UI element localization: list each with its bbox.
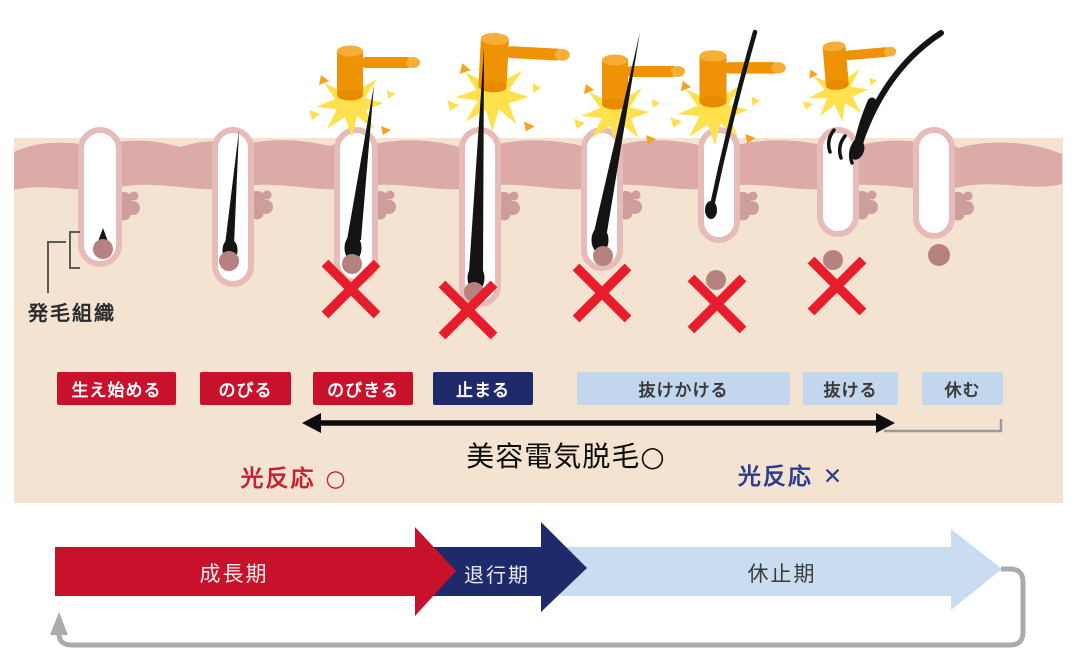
- phase-badge-loosening: 抜けかける: [577, 372, 790, 405]
- rest-range-bracket: [884, 419, 1003, 433]
- phase-badge-start-growing: 生え始める: [57, 372, 176, 405]
- hair-release-motion-lines: [826, 128, 858, 165]
- cycle-stage-anagen-label: 成長期: [199, 562, 269, 586]
- electrolysis-flash-hammer-icon: [445, 30, 571, 136]
- photo-reaction-ok-label: 光反応 ○: [240, 466, 348, 492]
- anagen-arrow: [55, 527, 456, 616]
- follicle-7: [817, 127, 859, 237]
- papilla-dots: [93, 239, 950, 302]
- electrolysis-flash-hammer-icon: [309, 45, 420, 137]
- tissue-leader-line: [47, 231, 80, 293]
- telogen-arrow: [560, 529, 1002, 610]
- tissue-label: 発毛組織: [28, 301, 116, 325]
- hair-4: [469, 48, 484, 272]
- skin-panel: [14, 138, 1063, 503]
- phase-badge-falls-out: 抜ける: [803, 372, 898, 405]
- follicle-8: [913, 127, 955, 239]
- photo-reaction-ng-label: 光反応 ✕: [737, 464, 845, 490]
- phase-badge-growing: のびる: [200, 372, 291, 405]
- cycle-loop-arrow: [50, 566, 1026, 648]
- electro-range-arrow: [302, 413, 895, 433]
- follicle-6: [698, 127, 740, 243]
- dermis-band: [14, 140, 1062, 190]
- phase-badge-resting: 休む: [922, 372, 1003, 405]
- hair-3: [347, 85, 374, 240]
- follicle-1: [78, 127, 122, 267]
- cycle-timeline: [55, 522, 1002, 616]
- catagen-arrow: [415, 522, 587, 612]
- hair-5: [594, 32, 640, 232]
- hair-2: [225, 130, 239, 245]
- cycle-stage-catagen-label: 退行期: [464, 563, 530, 587]
- electrolysis-hammers: [309, 30, 902, 146]
- cycle-stage-telogen-label: 休止期: [747, 562, 817, 586]
- electro-range-label: 美容電気脱毛○: [466, 440, 666, 473]
- electrolysis-flash-hammer-icon: [797, 36, 902, 125]
- phase-badge-stops: 止まる: [433, 372, 533, 405]
- phase-badge-fully-grown: のびきる: [313, 372, 413, 405]
- hair-6: [709, 29, 758, 209]
